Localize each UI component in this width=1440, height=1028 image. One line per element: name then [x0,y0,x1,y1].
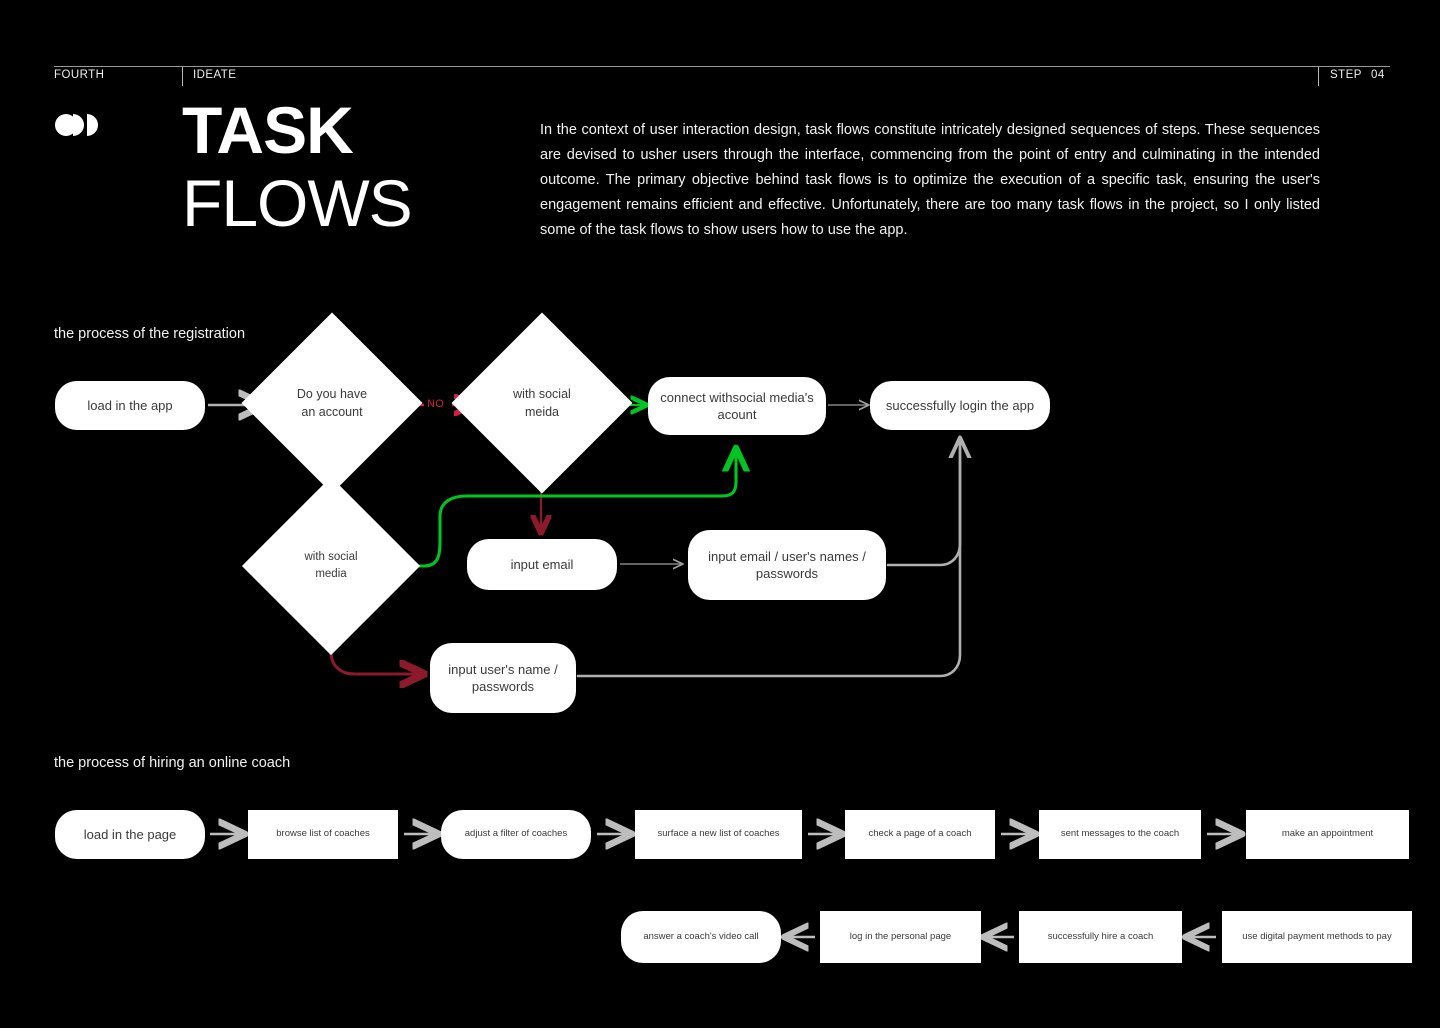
node-label: check a page of a coach [868,828,972,840]
brand-half-circle-icon-2 [87,114,98,136]
node-with-social-media-1[interactable]: with social meida [451,312,633,494]
node-with-social-media-2[interactable]: with social media [241,476,421,656]
node-label: sent messages to the coach [1060,828,1180,840]
node-login-personal-page[interactable]: log in the personal page [820,911,981,963]
node-label: load in the app [87,397,173,413]
node-browse-coaches[interactable]: browse list of coaches [248,810,398,859]
edge-label-no: NO [427,398,445,410]
node-digital-payment[interactable]: use digital payment methods to pay [1222,911,1412,963]
header-divider-left [182,67,183,86]
node-connect-social[interactable]: connect withsocial media's acount [648,377,826,435]
node-label: load in the page [83,826,177,842]
node-label: successfully hire a coach [1047,930,1154,942]
node-label: Do you have an account [296,386,368,419]
node-load-page[interactable]: load in the page [55,810,205,859]
node-input-email[interactable]: input email [467,539,617,590]
node-make-appointment[interactable]: make an appointment [1246,810,1409,859]
intro-paragraph: In the context of user interaction desig… [540,122,1320,238]
node-surface-list[interactable]: surface a new list of coaches [635,810,802,859]
brand-half-circle-icon-1 [73,114,84,136]
header-step-number: 04 [1371,69,1385,81]
node-label: input email [510,556,574,572]
node-label: with social media [304,551,358,580]
node-label: input user's name / passwords [448,661,558,694]
brand-circle-icon [55,114,77,136]
node-input-name-passwords[interactable]: input user's name / passwords [430,643,576,713]
node-check-page[interactable]: check a page of a coach [845,810,995,859]
node-load-app[interactable]: load in the app [55,381,205,430]
header-divider-right [1318,67,1319,86]
node-adjust-filter[interactable]: adjust a filter of coaches [441,810,591,859]
node-label: adjust a filter of coaches [464,828,568,840]
node-label: input email / user's names / passwords [708,548,866,581]
node-input-email-names[interactable]: input email / user's names / passwords [688,530,886,600]
page-title-line-2: FLOWS [182,165,413,240]
node-label: make an appointment [1281,828,1374,840]
node-label: connect withsocial media's acount [660,389,814,422]
node-label: answer a coach's video call [643,930,759,942]
node-answer-video-call[interactable]: answer a coach's video call [621,911,781,963]
node-label: with social meida [513,386,571,419]
node-label: log in the personal page [849,930,952,942]
page-title: TASK FLOWS [182,93,413,240]
node-sent-messages[interactable]: sent messages to the coach [1039,810,1201,859]
header-phase-label: IDEATE [193,69,237,81]
brand-mark-icon [55,114,101,136]
registration-flow-caption: the process of the registration [54,326,246,342]
header-step-label: STEP [1330,69,1362,81]
node-label: browse list of coaches [276,828,370,840]
node-label: surface a new list of coaches [657,828,780,840]
node-have-account[interactable]: Do you have an account [241,312,423,494]
node-hire-success[interactable]: successfully hire a coach [1019,911,1182,963]
hiring-flow-caption: the process of hiring an online coach [54,755,291,771]
node-label: successfully login the app [885,397,1035,413]
page-title-line-1: TASK [182,93,354,167]
header-section-order: FOURTH [54,69,105,81]
node-label: use digital payment methods to pay [1242,930,1392,942]
header-rule [54,66,1390,67]
node-login-success[interactable]: successfully login the app [870,381,1050,430]
